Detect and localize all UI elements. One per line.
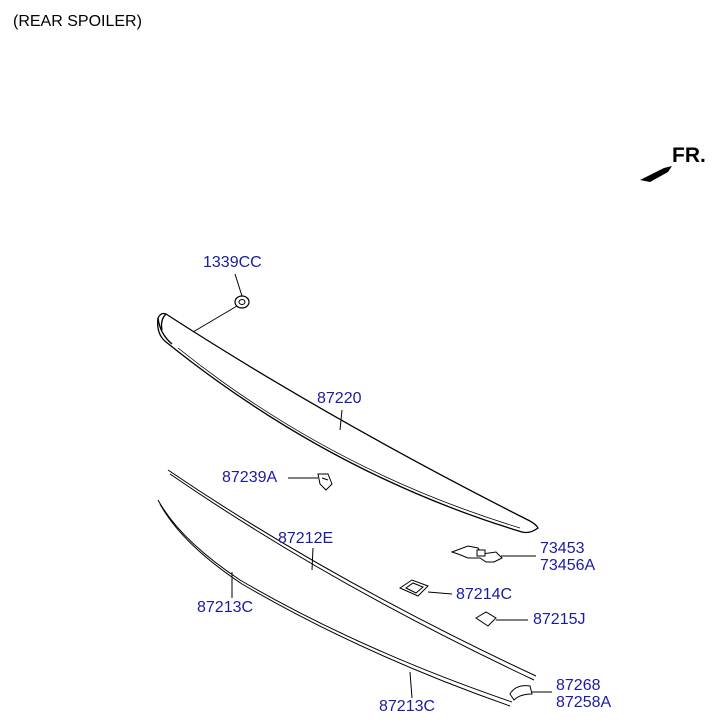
part-label-87213C-left[interactable]: 87213C — [197, 599, 254, 616]
part-label-87268[interactable]: 87268 — [556, 677, 601, 694]
part-label-73456A[interactable]: 73456A — [540, 557, 596, 574]
tape-87213C — [157, 499, 513, 707]
clip-87239A — [317, 473, 333, 491]
direction-label: FR. — [672, 144, 706, 167]
forward-arrow-icon — [640, 166, 672, 182]
part-label-87220[interactable]: 87220 — [317, 390, 362, 407]
bracket-73453 — [450, 545, 503, 563]
leader-lines — [192, 273, 552, 699]
spoiler-87220 — [157, 312, 539, 534]
tape-87212E — [167, 469, 537, 681]
part-label-87212E[interactable]: 87212E — [278, 530, 334, 547]
part-label-87214C[interactable]: 87214C — [456, 586, 513, 603]
pad-87215J — [475, 611, 497, 627]
part-label-87215J[interactable]: 87215J — [533, 611, 586, 628]
pad-87268 — [509, 685, 533, 701]
part-label-73453[interactable]: 73453 — [540, 540, 585, 557]
part-label-1339CC[interactable]: 1339CC — [203, 254, 262, 271]
part-label-87213C-bottom[interactable]: 87213C — [379, 698, 436, 715]
part-label-87239A[interactable]: 87239A — [222, 469, 278, 486]
diagram-title: (REAR SPOILER) — [13, 13, 142, 30]
part-label-87258A[interactable]: 87258A — [556, 694, 612, 711]
pad-87214C — [398, 579, 429, 597]
